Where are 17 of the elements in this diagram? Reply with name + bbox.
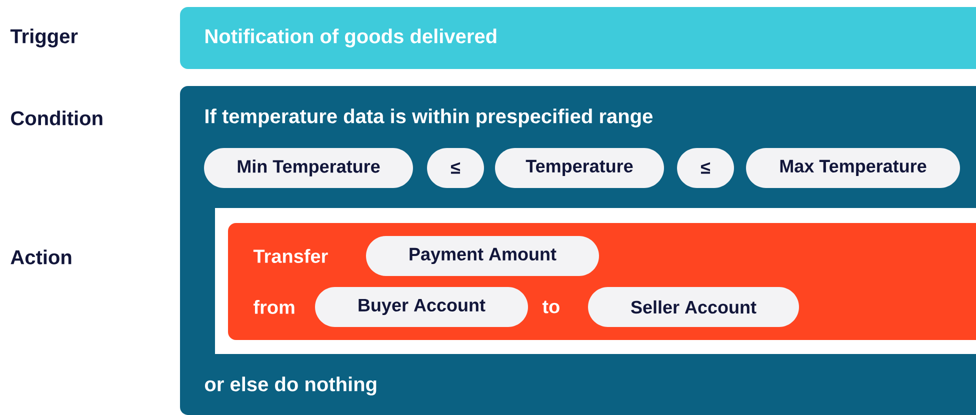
row-label: Action: [10, 250, 72, 264]
field-pill: Min Temperature: [204, 148, 413, 188]
heading: Transfer: [253, 249, 328, 263]
field-pill: Seller Account: [588, 287, 799, 327]
label-text: from: [254, 300, 294, 314]
field-pill: ≤: [427, 148, 484, 188]
field-pill: Payment Amount: [366, 236, 599, 276]
field-pill: Buyer Account: [315, 287, 528, 327]
field-pill: Temperature: [495, 148, 664, 188]
heading: Notification of goods delivered: [206, 28, 496, 48]
field-pill: ≤: [677, 148, 734, 188]
label-text: to: [542, 300, 560, 314]
field-pill: Max Temperature: [746, 148, 960, 188]
label-text: or else do nothing: [205, 376, 376, 396]
heading: If temperature data is within prespecified range: [206, 108, 652, 128]
row-label: Condition: [11, 110, 102, 126]
row-label: Trigger: [10, 28, 78, 48]
